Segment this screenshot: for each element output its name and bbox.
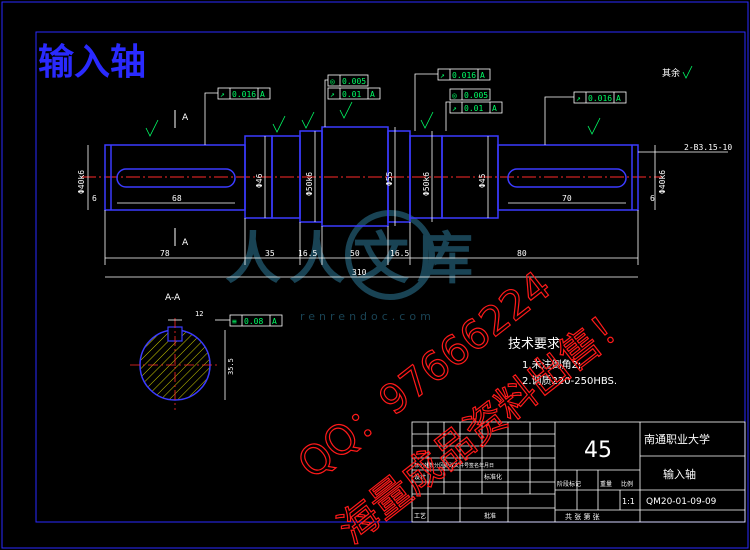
tolerance-datum: A <box>492 104 497 113</box>
tolerance-value: 0.01 <box>464 104 483 113</box>
section-mark-bottom: A <box>182 238 189 248</box>
tb-part-name: 输入轴 <box>663 467 696 481</box>
dim-len-68: 68 <box>172 194 182 203</box>
tolerance-value: 0.01 <box>342 90 361 99</box>
tolerance-symbol: ≡ <box>232 317 237 326</box>
tolerance-frame: ↗ 0.016 A <box>437 68 491 81</box>
section-label: A-A <box>165 293 181 303</box>
watermark-logo: 人人文库 renrendoc.com <box>225 210 481 323</box>
tolerance-frame: ◎ 0.005 <box>327 74 369 87</box>
roughness-marks <box>145 65 693 137</box>
tolerance-symbol: ◎ <box>330 77 335 86</box>
tolerance-datum: A <box>370 90 375 99</box>
tb-scale: 1:1 <box>622 497 635 506</box>
tolerance-frame: ↗ 0.016 A <box>217 87 271 100</box>
tb-approve: 批准 <box>484 512 496 520</box>
tolerance-frame: ↗ 0.01 A <box>449 101 503 114</box>
section-mark-top: A <box>182 113 189 123</box>
tolerance-value: 0.016 <box>452 71 476 80</box>
title-block-texts: 45 南通职业大学 输入轴 1:1 QM20-01-09-09 阶段标记 重量 … <box>414 432 717 521</box>
dim-key-depth: 35.5 <box>227 358 235 375</box>
tolerance-symbol: ↗ <box>452 104 457 113</box>
tb-header-row: 标记处数分区更改文件号签名年月日 <box>414 462 494 469</box>
tolerance-datum: A <box>260 90 265 99</box>
tb-sheets: 共 张 第 张 <box>565 512 600 521</box>
dim-len-35: 35 <box>265 249 275 258</box>
dim-d-50b: Φ50k6 <box>422 172 431 196</box>
dim-d-55: Φ55 <box>385 171 394 186</box>
tolerance-datum: A <box>480 71 485 80</box>
dimension-lines <box>87 127 656 278</box>
dim-len-6b: 6 <box>650 194 655 203</box>
dim-d-46a: Φ46 <box>255 173 264 188</box>
dim-len-78: 78 <box>160 249 170 258</box>
tolerance-value: 0.005 <box>342 77 366 86</box>
tolerance-frame: ◎ 0.005 <box>449 88 491 101</box>
tb-ratio: 比例 <box>621 480 633 488</box>
watermark-logo-text: 人人文库 <box>225 227 481 292</box>
tb-code: QM20-01-09-09 <box>646 497 717 507</box>
inner-frame <box>35 31 746 523</box>
tolerance-symbol: ◎ <box>452 91 457 100</box>
dim-len-80: 80 <box>517 249 527 258</box>
tolerance-datum: A <box>272 317 277 326</box>
dim-d-right: Φ40k6 <box>658 170 667 194</box>
tb-design: 设计 <box>414 473 426 481</box>
dim-len-16a: 16.5 <box>298 249 317 258</box>
dim-key-width: 12 <box>195 310 203 318</box>
dim-center-hole: 2-B3.15-10 <box>684 143 732 152</box>
tolerance-symbol: ↗ <box>440 71 445 80</box>
dim-len-16b: 16.5 <box>390 249 409 258</box>
tolerance-symbol: ↗ <box>330 90 335 99</box>
dim-d-50a: Φ50k6 <box>305 172 314 196</box>
tolerance-frame: ↗ 0.016 A <box>573 91 627 104</box>
dim-len-6a: 6 <box>92 194 97 203</box>
dim-len-310: 310 <box>352 268 367 277</box>
tolerance-leaders <box>204 73 574 321</box>
watermark-url: renrendoc.com <box>300 310 435 323</box>
tb-stage: 阶段标记 <box>557 480 581 488</box>
tb-craft: 工艺 <box>414 512 426 520</box>
tech-req-title: 技术要求 <box>508 337 560 352</box>
dim-len-50: 50 <box>350 249 360 258</box>
shaft-outline <box>104 126 639 227</box>
tech-req-line-2: 2.调质220-250HBS. <box>522 375 617 387</box>
dimension-texts: Φ40k6 Φ46 Φ50k6 Φ55 Φ50k6 Φ45 Φ40k6 68 7… <box>77 143 732 277</box>
tb-weight: 重量 <box>600 480 612 488</box>
drawing-title: 输入轴 <box>38 42 146 83</box>
title-block <box>411 421 746 523</box>
tolerance-symbol: ↗ <box>576 94 581 103</box>
tolerance-frame: ≡ 0.08 A <box>229 314 283 327</box>
tech-req-line-1: 1.未注倒角2; <box>522 358 581 371</box>
dim-d-left: Φ40k6 <box>77 170 86 194</box>
dim-len-70: 70 <box>562 194 572 203</box>
tolerance-value: 0.08 <box>244 317 263 326</box>
tolerance-symbol: ↗ <box>220 90 225 99</box>
tb-std: 标准化 <box>484 473 502 481</box>
tolerance-value: 0.016 <box>232 90 256 99</box>
tolerance-datum: A <box>616 94 621 103</box>
tolerance-value: 0.005 <box>464 91 488 100</box>
tb-material: 45 <box>584 438 612 463</box>
remaining-roughness: 其余 <box>662 67 680 79</box>
dim-d-45: Φ45 <box>478 173 487 188</box>
section-view <box>130 318 226 410</box>
tolerance-frame: ↗ 0.01 A <box>327 87 381 100</box>
tolerance-value: 0.016 <box>588 94 612 103</box>
tb-school: 南通职业大学 <box>644 432 710 446</box>
